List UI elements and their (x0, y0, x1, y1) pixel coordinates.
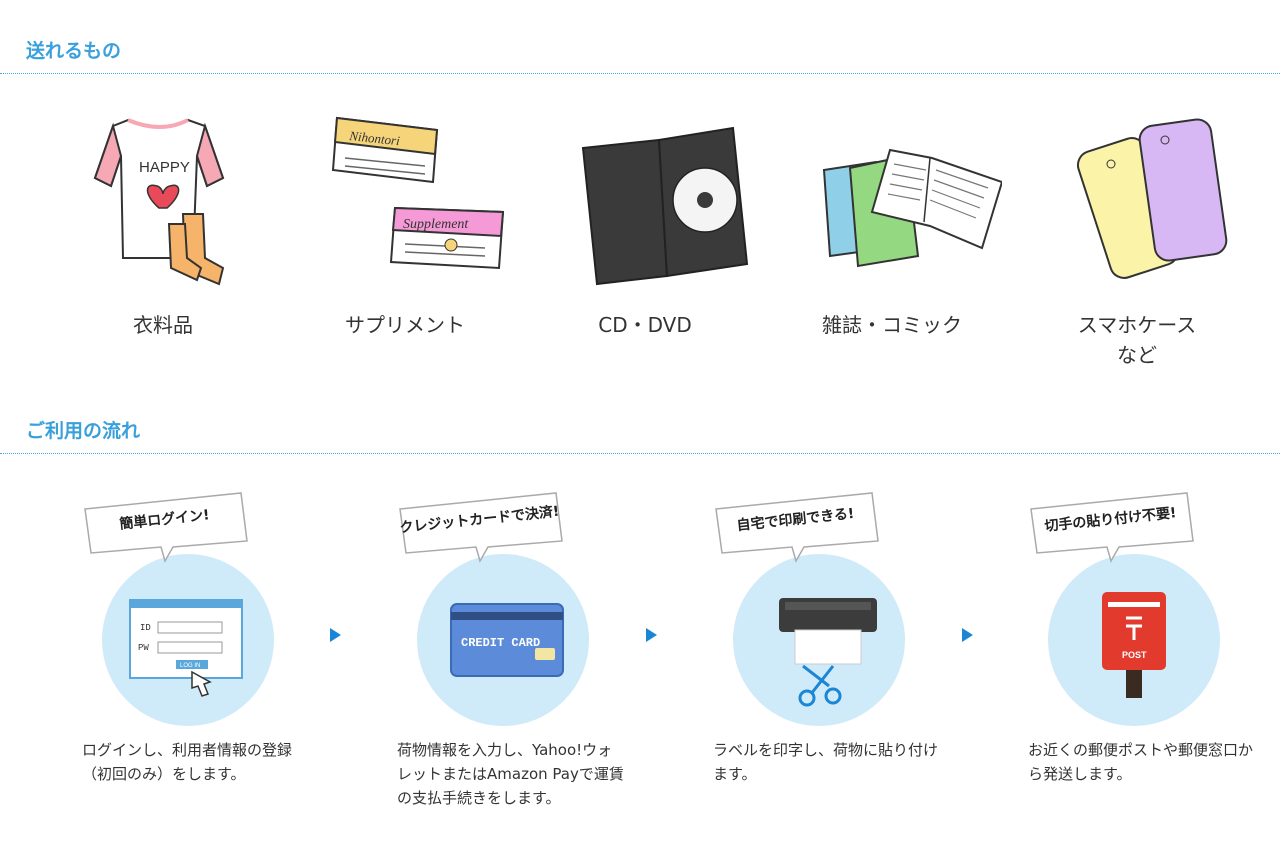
step-circle: CREDIT CARD (417, 554, 589, 726)
supplement-bottom-text: Supplement (403, 217, 469, 232)
section-title-items: 送れるもの (26, 40, 122, 62)
login-pw-text: PW (138, 643, 149, 653)
step-circle: ID PW LOG IN (102, 554, 274, 726)
item-label: サプリメント (345, 313, 465, 337)
speech-bubble: 自宅で印刷できる! (708, 489, 883, 563)
section-divider (0, 453, 1280, 454)
magazine-icon (802, 108, 1004, 288)
shirt-print-text: HAPPY (139, 159, 190, 176)
step-arrow-icon (962, 628, 973, 642)
login-id-text: ID (140, 623, 151, 633)
clothing-icon: HAPPY (73, 108, 253, 288)
step-arrow-icon (646, 628, 657, 642)
supplement-top-text: Nihontori (348, 128, 401, 148)
post-text: POST (1122, 650, 1147, 660)
phone-case-icon (1047, 108, 1228, 288)
supplement-icon: Nihontori Supplement (315, 108, 505, 288)
speech-bubble: 簡単ログイン! (77, 489, 252, 563)
item-label: 衣料品 (133, 313, 193, 337)
item-supplement: Nihontori Supplement サプリメント (290, 108, 520, 340)
speech-bubble: 切手の貼り付け不要! (1023, 489, 1198, 563)
login-button-text: LOG IN (180, 663, 200, 669)
item-magazine: 雑誌・コミック (777, 108, 1007, 340)
dvd-icon (555, 108, 749, 288)
credit-card-icon: CREDIT CARD (450, 603, 564, 677)
item-label: スマホケース など (1077, 313, 1197, 367)
step-arrow-icon (330, 628, 341, 642)
item-clothing: HAPPY 衣料品 (48, 108, 278, 340)
step-circle (733, 554, 905, 726)
step-description: お近くの郵便ポストや郵便窓口から発送します。 (1028, 741, 1254, 783)
item-label: CD・DVD (598, 313, 692, 337)
step-description: ラベルを印字し、荷物に貼り付けます。 (713, 741, 939, 783)
step-description: ログインし、利用者情報の登録（初回のみ）をします。 (82, 741, 293, 783)
step-description: 荷物情報を入力し、Yahoo!ウォレットまたはAmazon Payで運賃の支払手… (397, 741, 624, 807)
speech-bubble: クレジットカードで決済! (392, 489, 567, 563)
step-circle: POST (1048, 554, 1220, 726)
item-dvd: CD・DVD (530, 108, 760, 340)
printer-icon (779, 598, 877, 707)
credit-card-text: CREDIT CARD (461, 636, 540, 650)
item-phone-case: スマホケース など (1022, 108, 1252, 370)
mailbox-icon: POST (1102, 592, 1166, 698)
section-title-flow: ご利用の流れ (26, 420, 141, 442)
item-label: 雑誌・コミック (822, 313, 962, 337)
login-window-icon: ID PW LOG IN (129, 599, 243, 697)
section-divider (0, 73, 1280, 74)
